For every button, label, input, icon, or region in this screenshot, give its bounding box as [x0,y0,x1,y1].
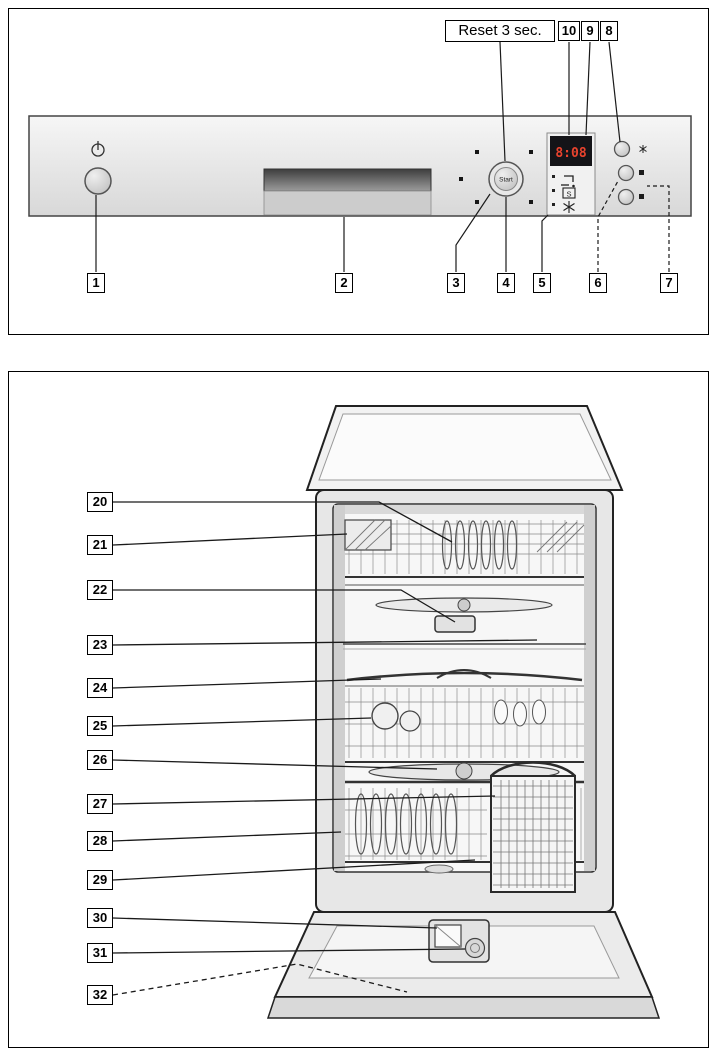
option-buttons [613,140,647,206]
worktop [305,405,624,491]
callout-27: 27 [87,794,113,814]
callout-9: 9 [581,21,599,41]
leader-lines [112,501,538,996]
callout-1: 1 [87,273,105,293]
callout-32: 32 [87,985,113,1005]
callout-5: 5 [533,273,551,293]
option-button-bottom [617,188,635,206]
delay-timer-icon [639,145,647,153]
indicator-square [475,200,479,204]
mid-ledge [343,643,586,650]
indicator-square [475,150,479,154]
cup [371,702,399,730]
plates [441,520,518,570]
callout-22: 22 [87,580,113,600]
cup-shelf [344,519,392,551]
callout-20: 20 [87,492,113,512]
callout-30: 30 [87,908,113,928]
reset-note: Reset 3 sec. [445,20,555,42]
display-module: 8:08 S [546,132,596,216]
callout-2: 2 [335,273,353,293]
glasses [494,699,546,727]
salt-refill-icon: S [562,187,576,199]
callout-6: 6 [589,273,607,293]
control-panel-figure: Start 8:08 S [8,8,709,335]
cutlery-basket-handle [490,761,576,777]
rinse-aid-cap [464,937,486,959]
time-display [550,136,592,166]
cutlery-basket [490,761,576,893]
door-handle [263,168,432,216]
callout-23: 23 [87,635,113,655]
water-tap-icon [561,175,575,188]
option-button-top [613,140,631,158]
plates [354,793,458,855]
callout-25: 25 [87,716,113,736]
upper-basket [344,519,585,586]
callout-31: 31 [87,943,113,963]
detergent-dispenser [428,919,490,963]
indicator-square [639,170,644,175]
dishwasher-drawing [112,405,661,1019]
callout-3: 3 [447,273,465,293]
callout-24: 24 [87,678,113,698]
folding-rack [536,521,585,553]
cup [399,710,421,732]
indicator-square [639,194,644,199]
indicator-square [459,177,463,181]
leader-lines [95,41,670,272]
svg-text:S: S [566,190,571,199]
dishwasher-figure: 20 21 22 23 24 25 26 27 28 29 30 31 32 [8,371,709,1048]
spray-funnel [434,615,476,633]
filter [424,864,454,874]
callout-7: 7 [660,273,678,293]
callout-26: 26 [87,750,113,770]
rinse-aid-icon [563,201,575,213]
option-button-middle [617,164,635,182]
callout-8: 8 [600,21,618,41]
time-display-value: 8:08 [555,146,586,161]
start-button: Start [459,150,533,204]
middle-basket [345,669,584,763]
indicator-square [529,200,533,204]
indicator-square [529,150,533,154]
start-button-label: Start [499,177,513,184]
callout-10: 10 [558,21,580,41]
power-button [84,141,112,195]
top-spray-pipe [346,671,583,682]
control-panel-drawing: Start 8:08 S [28,41,692,272]
callout-4: 4 [497,273,515,293]
callout-29: 29 [87,870,113,890]
callout-21: 21 [87,535,113,555]
callout-28: 28 [87,831,113,851]
